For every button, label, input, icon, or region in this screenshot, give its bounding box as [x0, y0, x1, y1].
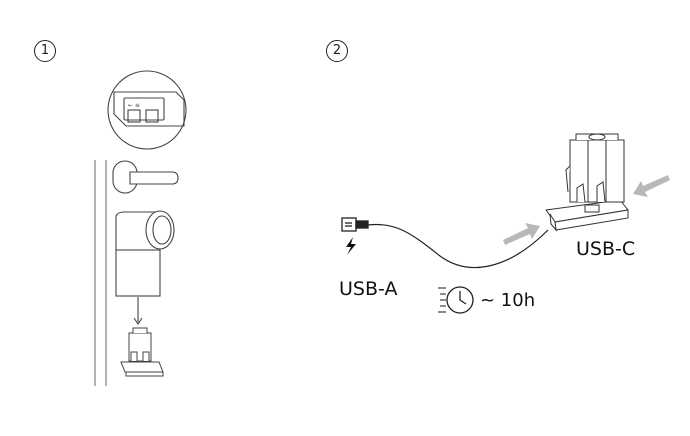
clock-icon — [446, 286, 474, 314]
battery-pack-large — [545, 133, 629, 232]
usb-cable — [367, 223, 549, 269]
charge-level-bars-icon — [438, 287, 446, 313]
down-arrow-icon — [133, 297, 143, 325]
push-arrows — [503, 175, 670, 245]
charge-duration-label: ~ 10h — [480, 290, 536, 311]
usb-a-label: USB-A — [339, 278, 398, 300]
battery-pack-small — [120, 327, 164, 377]
lightning-bolt-icon — [346, 237, 356, 255]
door-edge — [94, 160, 107, 386]
usb-a-plug-icon — [341, 217, 369, 232]
lock-body — [115, 210, 175, 297]
step-1-badge: 1 — [34, 40, 56, 62]
door-handle — [112, 160, 179, 194]
zoom-detail: ← ≡ — [107, 70, 187, 150]
svg-text:← ≡: ← ≡ — [128, 102, 140, 109]
step-2-badge: 2 — [326, 40, 348, 62]
usb-c-label: USB-C — [576, 238, 636, 260]
